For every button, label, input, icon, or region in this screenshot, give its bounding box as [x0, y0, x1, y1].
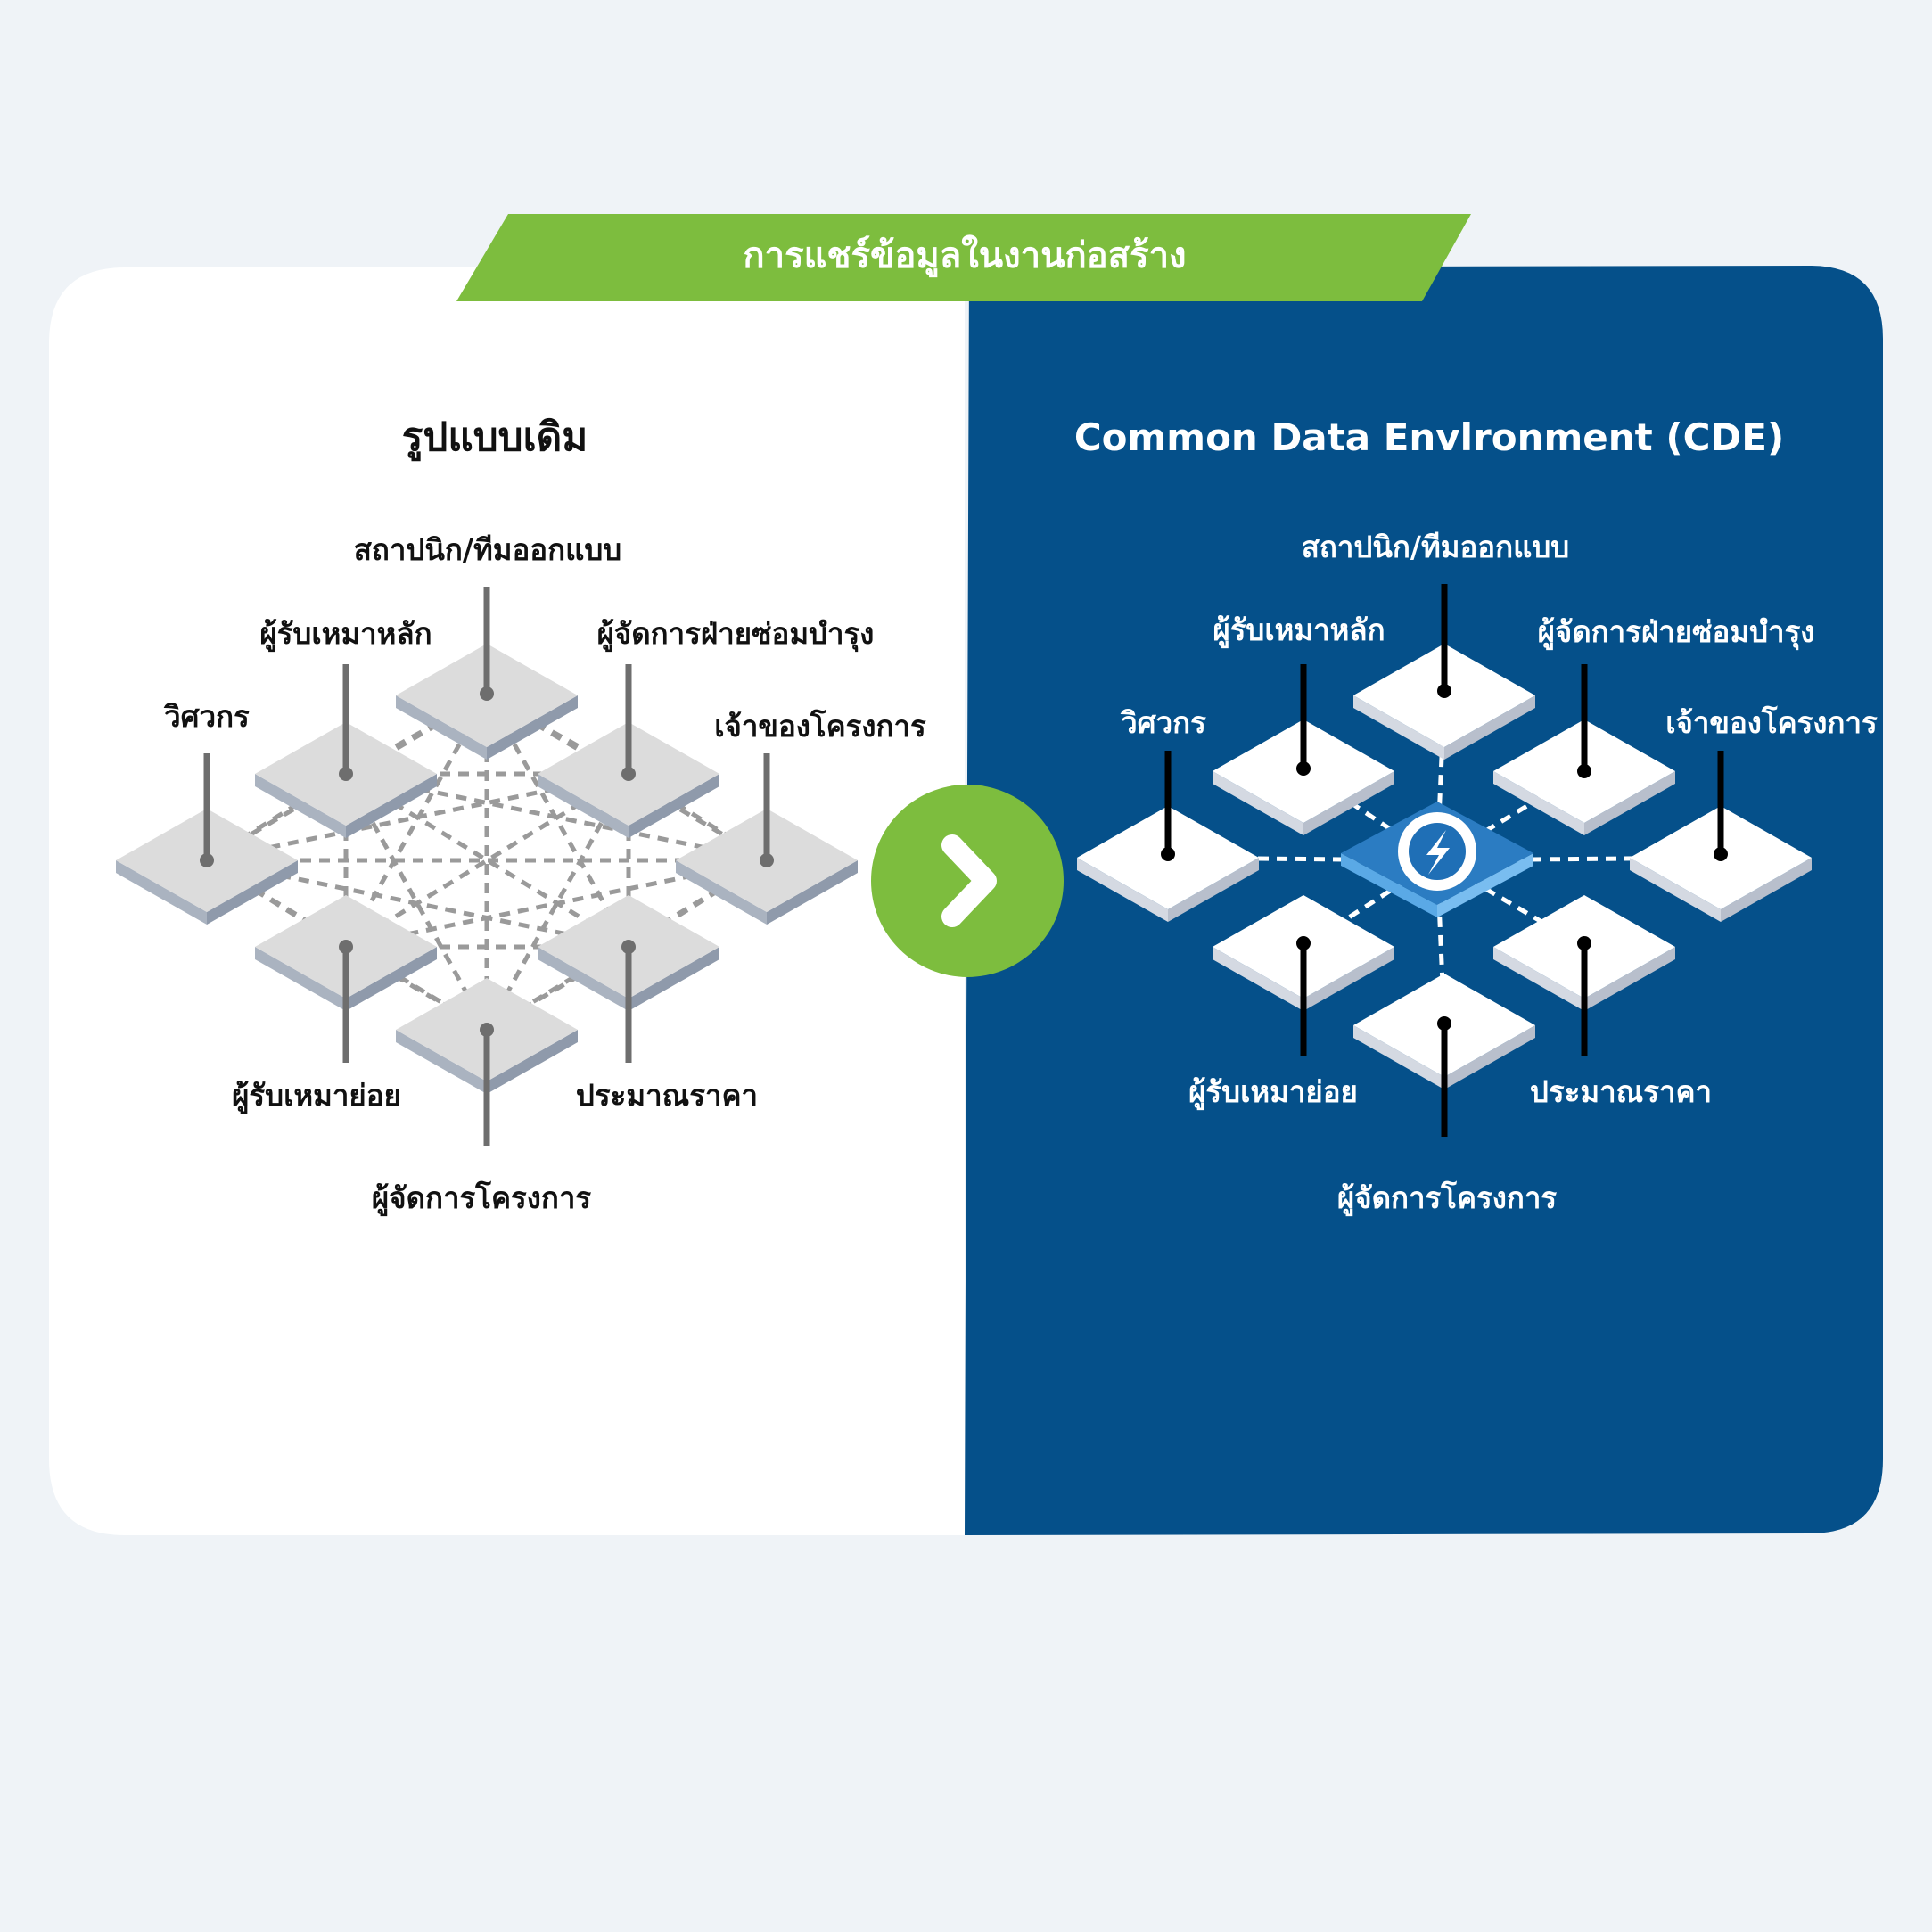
- header-banner: [456, 214, 1471, 301]
- traditional-labels: สถาปนิก/ทีมออกแบบ ผู้รับเหมาหลัก ผู้จัดก…: [164, 532, 926, 1217]
- cde-tile-bot-right-face: [1444, 1025, 1535, 1089]
- cde-tiles: [1077, 584, 1812, 1137]
- lightning-bolt-icon: [1426, 830, 1450, 875]
- traditional-tile-ul-left-face: [255, 774, 346, 838]
- traditional-tile-ll-right-face: [346, 947, 437, 1011]
- traditional-pin-r: [760, 853, 774, 867]
- cde-label-maintenance-manager: ผู้จัดการฝ่ายซ่อมบำรุง: [1538, 614, 1815, 651]
- cde-pin-bot: [1437, 1016, 1451, 1031]
- arrow-circle: [871, 785, 1064, 977]
- traditional-pin-top: [480, 686, 494, 701]
- p2p-link: [205, 693, 489, 863]
- traditional-pin-ur: [621, 767, 636, 781]
- cde-hub-tile-left-face: [1341, 853, 1437, 917]
- traditional-tile-r-right-face: [767, 860, 858, 925]
- banner-title: การแชร์ข้อมูลในงานก่อสร้าง: [743, 234, 1186, 277]
- traditional-pin-ul: [339, 767, 353, 781]
- traditional-tile-l-left-face: [116, 860, 207, 925]
- cde-tile-bot-left-face: [1353, 1025, 1444, 1089]
- cde-tile-ll-left-face: [1213, 947, 1303, 1011]
- cde-label-main-contractor: ผู้รับเหมาหลัก: [1213, 612, 1385, 649]
- cde-tile-ll-right-face: [1303, 947, 1394, 1011]
- traditional-tile-ur-left-face: [538, 774, 629, 838]
- cde-pin-ul: [1296, 761, 1311, 776]
- cde-hub: [1341, 802, 1533, 917]
- cde-tile-lr-right-face: [1584, 947, 1675, 1011]
- cde-tile-top-right-face: [1444, 695, 1535, 760]
- cde-tile-ur-right-face: [1584, 771, 1675, 835]
- cde-label-project-manager: ผู้จัดการโครงการ: [1337, 1180, 1557, 1217]
- traditional-tile-ul-right-face: [346, 774, 437, 838]
- cde-pin-top: [1437, 684, 1451, 698]
- cde-tile-r-left-face: [1630, 858, 1721, 922]
- traditional-pin-lr: [621, 940, 636, 954]
- traditional-tile-top-right-face: [487, 695, 578, 760]
- label-maintenance-manager: ผู้จัดการฝ่ายซ่อมบำรุง: [597, 616, 875, 653]
- cde-label-cost-estimator: ประมาณราคา: [1530, 1074, 1712, 1109]
- cde-hub-tile: [1341, 802, 1533, 917]
- traditional-title: รูปแบบเดิม: [402, 415, 588, 461]
- traditional-pin-l: [200, 853, 214, 867]
- cde-tile-r-right-face: [1721, 858, 1812, 922]
- traditional-tile-ur-right-face: [629, 774, 719, 838]
- traditional-tiles: [116, 587, 858, 1146]
- cde-tile-lr: [1493, 895, 1675, 1011]
- cde-pin-l: [1161, 847, 1175, 861]
- cde-tile-ul: [1213, 719, 1394, 835]
- label-main-contractor: ผู้รับเหมาหลัก: [259, 616, 432, 653]
- p2p-link: [206, 858, 629, 950]
- label-architect: สถาปนิก/ทีมออกแบบ: [354, 532, 621, 567]
- traditional-tile-bot-right-face: [487, 1030, 578, 1094]
- cde-pin-ur: [1577, 764, 1591, 778]
- cde-tile-top-left-face: [1353, 695, 1444, 760]
- traditional-tile-bot-left-face: [396, 1030, 487, 1094]
- transition-arrow: [871, 785, 1064, 977]
- cde-tile-l-right-face: [1168, 858, 1259, 922]
- label-owner: เจ้าของโครงการ: [714, 709, 926, 744]
- cde-label-architect: สถาปนิก/ทีมออกแบบ: [1302, 530, 1569, 564]
- cde-label-engineer: วิศวกร: [1121, 705, 1206, 740]
- cde-title: Common Data Envlronment (CDE): [1074, 415, 1784, 459]
- traditional-tile-top-left-face: [396, 695, 487, 760]
- cde-tile-ur-left-face: [1493, 771, 1584, 835]
- label-project-manager: ผู้จัดการโครงการ: [372, 1180, 591, 1217]
- label-cost-estimator: ประมาณราคา: [576, 1078, 758, 1113]
- cde-labels: สถาปนิก/ทีมออกแบบ ผู้รับเหมาหลัก ผู้จัดก…: [1121, 530, 1878, 1217]
- p2p-link: [343, 772, 489, 1032]
- traditional-tile-lr-left-face: [538, 947, 629, 1011]
- cde-tile-l-left-face: [1077, 858, 1168, 922]
- cde-hub-tile-right-face: [1437, 853, 1533, 917]
- traditional-tile-r-left-face: [676, 860, 767, 925]
- cde-tile-lr-left-face: [1493, 947, 1584, 1011]
- traditional-tile-ll-left-face: [255, 947, 346, 1011]
- cde-tile-ul-left-face: [1213, 771, 1303, 835]
- p2p-link: [205, 858, 489, 1032]
- traditional-pin-bot: [480, 1023, 494, 1037]
- label-subcontractor: ผู้รับเหมาย่อย: [232, 1078, 401, 1114]
- p2p-link: [484, 772, 631, 1032]
- p2p-link: [206, 771, 629, 863]
- cde-tile-ul-right-face: [1303, 771, 1394, 835]
- p2p-link: [485, 858, 769, 1032]
- cde-pin-lr: [1577, 936, 1591, 950]
- cde-label-owner: เจ้าของโครงการ: [1665, 705, 1878, 740]
- p2p-link: [345, 858, 768, 950]
- cde-label-subcontractor: ผู้รับเหมาย่อย: [1188, 1074, 1358, 1111]
- traditional-panel: [49, 267, 965, 1535]
- traditional-tile-l-right-face: [207, 860, 298, 925]
- label-engineer: วิศวกร: [164, 699, 250, 734]
- chevron-right-icon: [941, 834, 997, 927]
- cde-pin-ll: [1296, 936, 1311, 950]
- traditional-tile-lr-right-face: [629, 947, 719, 1011]
- traditional-pin-ll: [339, 940, 353, 954]
- cde-pin-r: [1714, 847, 1728, 861]
- p2p-link: [485, 693, 769, 863]
